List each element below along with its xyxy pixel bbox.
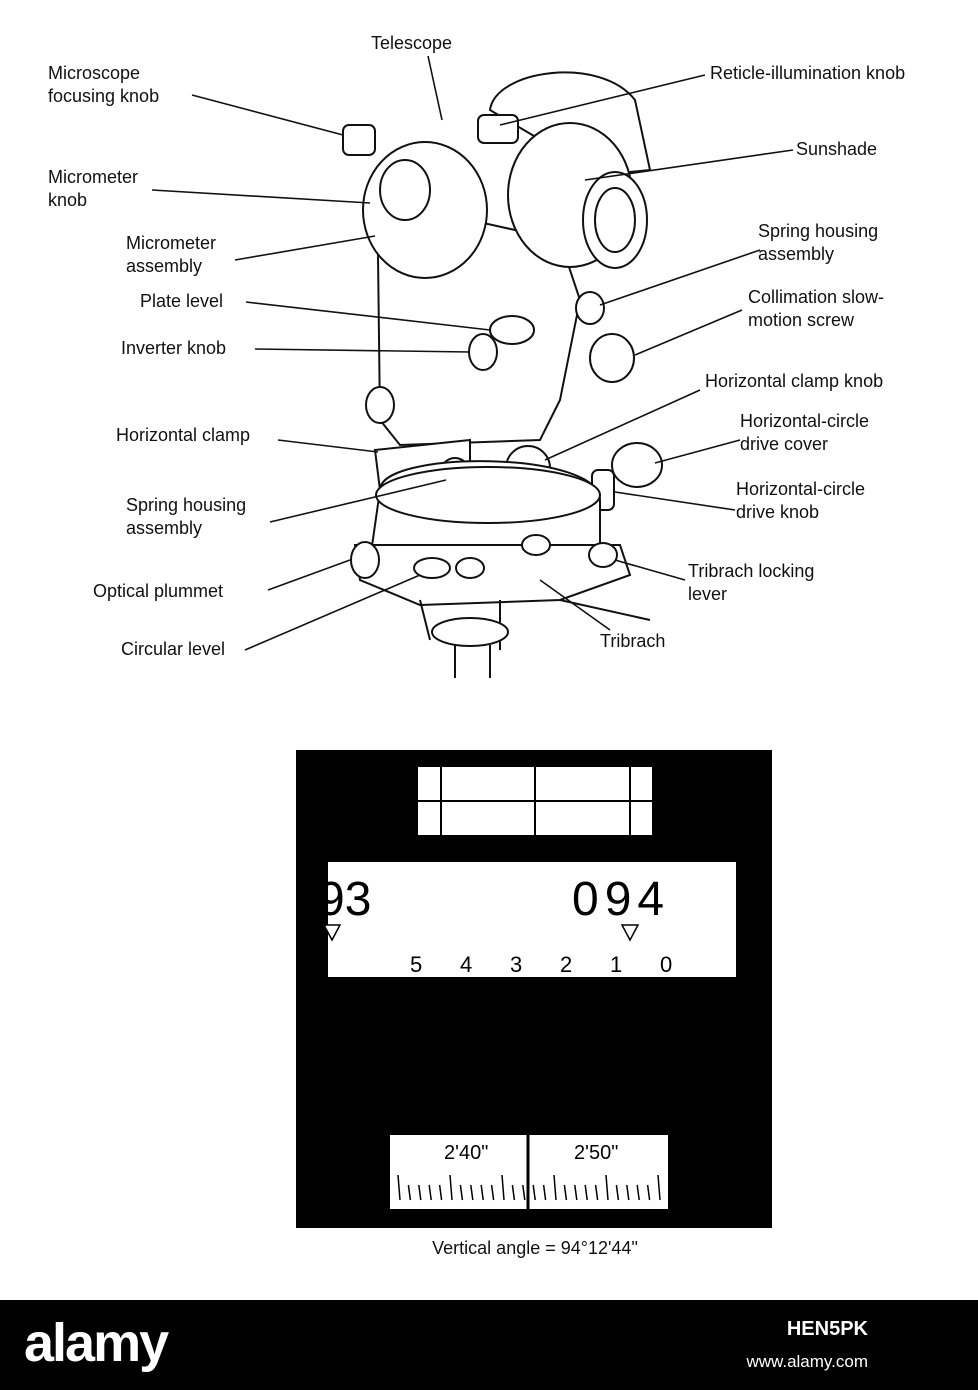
label-horizontal-clamp-knob: Horizontal clamp knob [705, 371, 884, 391]
reading-panel [296, 750, 772, 1228]
label-inverter-knob: Inverter knob [121, 338, 227, 358]
tribrach-lever-shape [588, 542, 618, 568]
microscope-knob-shape [342, 124, 376, 156]
optical-plummet-shape [350, 541, 380, 579]
vertical-angle-caption: Vertical angle = 94°12'44" [432, 1238, 638, 1258]
label-sunshade: Sunshade [796, 139, 878, 159]
label-optical-plummet: Optical plummet [93, 581, 224, 601]
alamy-logo: alamy [24, 1313, 169, 1373]
index-triangle-right [620, 924, 640, 942]
index-triangle-left [322, 924, 342, 942]
right-degree-reading: 094 [572, 873, 671, 926]
label-spring-housing-assembly-left: Spring housing assembly [126, 495, 247, 538]
micrometer-tick [438, 1184, 443, 1201]
micrometer-tick [615, 1184, 620, 1201]
scale-number: 1 [610, 952, 623, 977]
label-tribrach: Tribrach [600, 631, 666, 651]
micrometer-knob-shape [379, 159, 431, 221]
micrometer-housing [362, 141, 488, 279]
label-horizontal-clamp: Horizontal clamp [116, 425, 251, 445]
collimation-screw-shape [589, 333, 635, 383]
micrometer-ticks [397, 1174, 661, 1201]
label-microscope-focusing-knob: Microscope focusing knob [48, 63, 160, 106]
micrometer-tick [532, 1184, 536, 1201]
label-plate-level: Plate level [140, 291, 224, 311]
micrometer-tick [584, 1184, 588, 1201]
micrometer-tick [449, 1174, 453, 1201]
watermark-url: www.alamy.com [746, 1352, 868, 1371]
scale-number: 4 [460, 952, 473, 977]
inverter-knob-shape [468, 333, 498, 371]
theodolite-drawing [342, 71, 663, 678]
label-collimation-slow-motion-screw: Collimation slow- motion screw [748, 287, 885, 330]
label-reticle-illumination-knob: Reticle-illumination knob [710, 63, 906, 83]
foot-screw-shape [455, 557, 485, 579]
label-micrometer-knob: Micrometer knob [48, 167, 139, 210]
plate-level-shape [489, 315, 535, 345]
tribrach-foot-shape [431, 617, 509, 647]
micrometer-tick [542, 1184, 547, 1201]
micrometer-tick [553, 1174, 557, 1201]
drive-cover-shape [611, 442, 663, 488]
scale-number: 2 [560, 952, 573, 977]
scale-number: 0 [660, 952, 673, 977]
leader-lines [151, 55, 794, 651]
micrometer-tick [605, 1174, 609, 1201]
micrometer-tick [490, 1184, 495, 1201]
label-micrometer-assembly: Micrometer assembly [126, 233, 217, 276]
watermark-footer: alamy HEN5PK www.alamy.com [0, 1300, 978, 1390]
micrometer-tick [657, 1174, 661, 1201]
micrometer-tick [626, 1184, 630, 1201]
scale-number: 3 [510, 952, 523, 977]
side-knob-shape [365, 386, 395, 424]
degree-scale-window [328, 862, 736, 977]
micrometer-tick [428, 1184, 432, 1201]
spring-housing-upper-shape [575, 291, 605, 325]
micrometer-right-value: 2'50" [574, 1142, 619, 1164]
label-horizontal-circle-drive-cover: Horizontal-circle drive cover [740, 411, 870, 454]
minute-scale-numbers: 5 4 3 2 1 0 [410, 952, 690, 978]
micrometer-tick [636, 1184, 640, 1201]
label-spring-housing-assembly-right: Spring housing assembly [758, 221, 879, 264]
label-telescope: Telescope [371, 33, 453, 53]
label-horizontal-circle-drive-knob: Horizontal-circle drive knob [736, 479, 866, 522]
micrometer-tick [418, 1184, 422, 1201]
micrometer-tick [522, 1184, 526, 1201]
image-code: HEN5PK [786, 1318, 868, 1340]
theodolite-diagram [151, 55, 794, 1228]
label-tribrach-locking-lever: Tribrach locking lever [688, 561, 815, 604]
micrometer-tick [574, 1184, 578, 1201]
micrometer-tick [397, 1174, 401, 1201]
micrometer-tick [646, 1184, 651, 1201]
circular-level-shape [413, 557, 451, 579]
left-degree-reading: 93 [318, 873, 372, 926]
micrometer-tick [511, 1184, 516, 1201]
micrometer-tick [480, 1184, 484, 1201]
base-top-shape [375, 466, 601, 524]
telescope-lens [594, 187, 636, 253]
micrometer-tick [459, 1184, 464, 1201]
micrometer-left-value: 2'40" [444, 1142, 489, 1164]
label-circular-level: Circular level [121, 639, 226, 659]
micrometer-tick [563, 1184, 568, 1201]
foot-screw-shape [521, 534, 551, 556]
reticle-knob-shape [477, 114, 519, 144]
micrometer-tick [407, 1184, 412, 1201]
scale-number: 5 [410, 952, 423, 977]
micrometer-tick [470, 1184, 474, 1201]
micrometer-tick [594, 1184, 599, 1201]
micrometer-tick [501, 1174, 505, 1201]
